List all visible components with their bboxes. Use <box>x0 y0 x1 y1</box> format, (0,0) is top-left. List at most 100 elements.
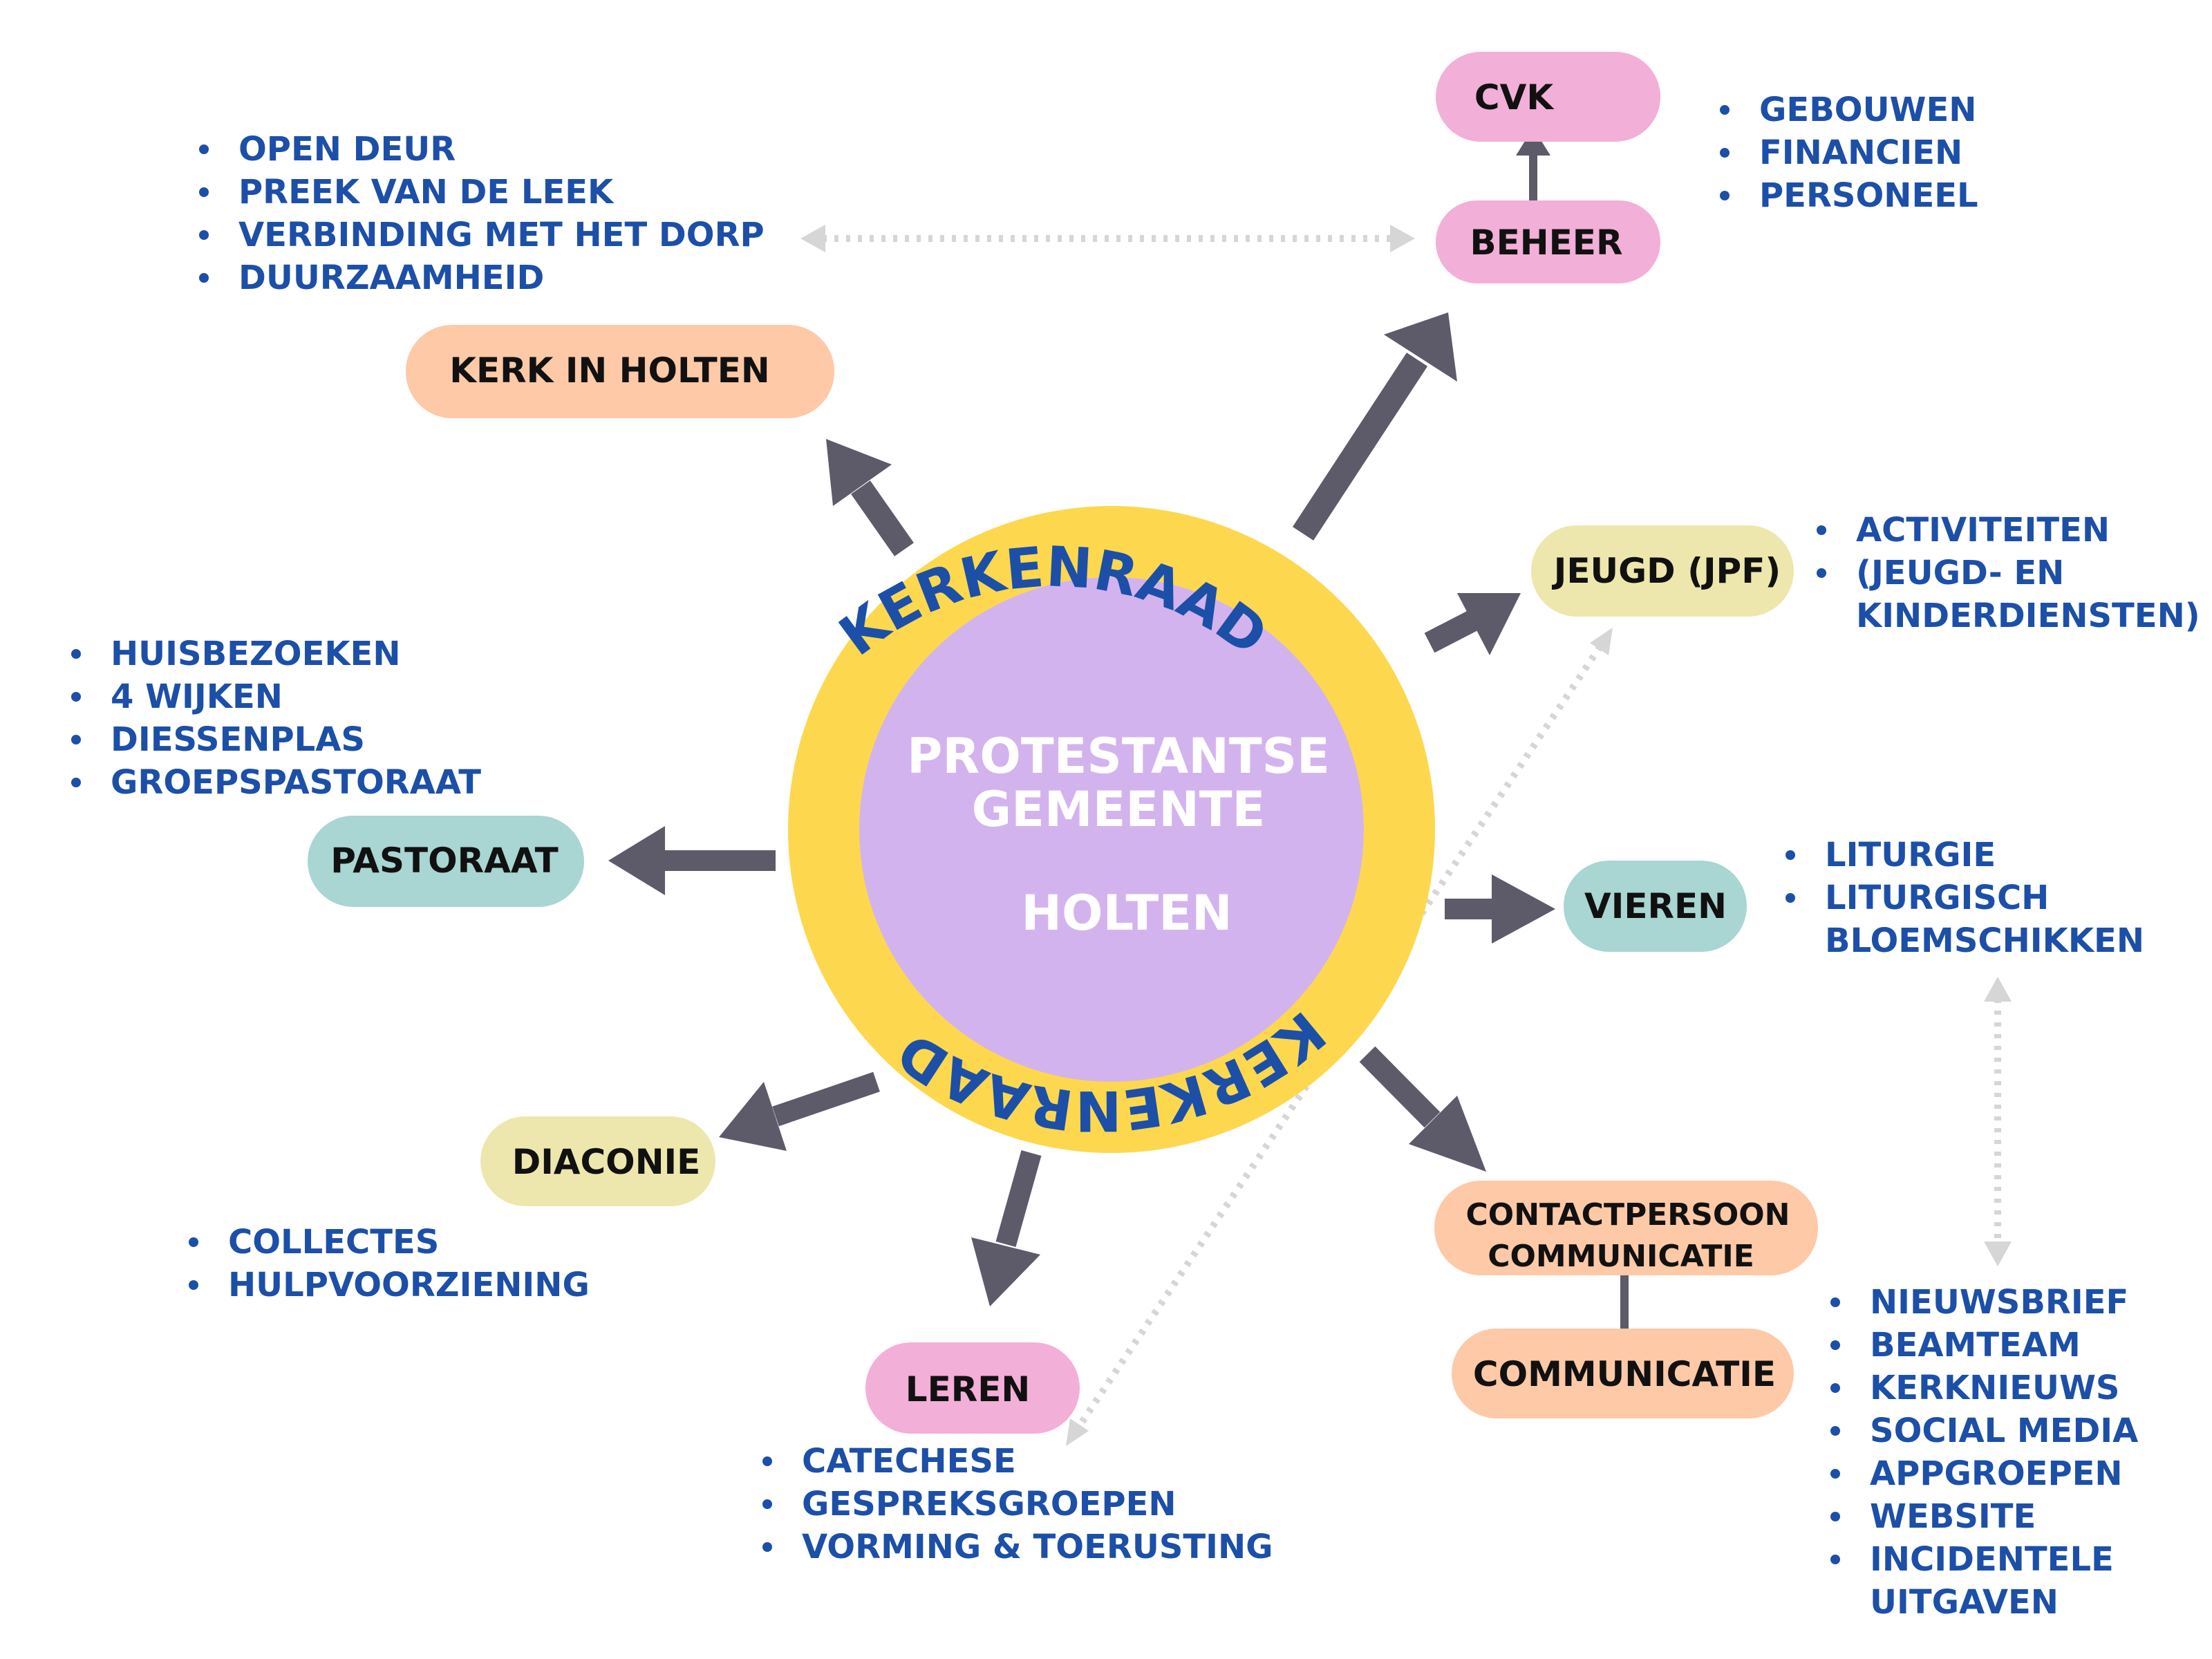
bullet-dot <box>71 778 81 787</box>
list-item: 4 WIJKEN <box>111 677 283 716</box>
node-jeugd-label: JEUGD (JPF) <box>1552 551 1781 591</box>
list-item: BLOEMSCHIKKEN <box>1825 921 2144 960</box>
bullet-dot <box>1720 105 1730 115</box>
node-pastoraat[interactable]: PASTORAAT <box>308 816 584 907</box>
list-item: BEAMTEAM <box>1870 1326 2081 1365</box>
list-item: HUISBEZOEKEN <box>111 635 401 673</box>
center-title-line2: GEMEENTE <box>972 781 1266 838</box>
list-communicatie: NIEUWSBRIEF BEAMTEAM KERKNIEUWS SOCIAL MEDI… <box>1830 1283 2138 1622</box>
node-jeugd[interactable]: JEUGD (JPF) <box>1531 525 1794 617</box>
node-cvk-label: CVK <box>1474 77 1555 118</box>
solid-arrows <box>608 128 1642 1356</box>
bullet-dot <box>1830 1297 1840 1307</box>
list-item: VORMING & TOERUSTING <box>802 1528 1273 1566</box>
bullet-dot <box>1830 1469 1840 1479</box>
node-beheer-label: BEHEER <box>1470 223 1623 263</box>
bullet-dot <box>1720 191 1730 200</box>
bullet-dot <box>199 144 209 154</box>
bullet-dot <box>1830 1512 1840 1521</box>
list-item: INCIDENTELE <box>1870 1540 2114 1579</box>
list-item: VERBINDING MET HET DORP <box>238 216 765 254</box>
node-diaconie-label: DIACONIE <box>512 1142 701 1182</box>
bullet-dot <box>1830 1426 1840 1436</box>
list-item: KINDERDIENSTEN) <box>1856 597 2200 635</box>
node-kerk-in-holten[interactable]: KERK IN HOLTEN <box>406 325 834 418</box>
bullet-dot <box>1785 850 1795 860</box>
dotted-arrowheads <box>800 225 2012 1446</box>
bullet-dot <box>1817 568 1826 578</box>
list-vieren: LITURGIE LITURGISCH BLOEMSCHIKKEN <box>1785 836 2144 960</box>
bullet-dot <box>1830 1340 1840 1350</box>
bullet-dot <box>189 1280 198 1290</box>
list-item: OPEN DEUR <box>238 130 456 169</box>
bullet-dot <box>1720 148 1730 158</box>
dotted-head-jeugd <box>1590 628 1613 655</box>
bullet-dot <box>1817 525 1826 535</box>
dotted-connectors <box>823 235 2001 1430</box>
node-diaconie[interactable]: DIACONIE <box>480 1116 715 1206</box>
arrow-to-pastoraat <box>608 826 776 895</box>
arrow-to-diaconie <box>719 1071 880 1151</box>
list-item: APPGROEPEN <box>1870 1454 2123 1493</box>
list-item: LITURGIE <box>1825 836 1996 874</box>
bullet-dot <box>199 273 209 283</box>
node-communicatie[interactable]: COMMUNICATIE <box>1452 1329 1794 1418</box>
bullet-dot <box>71 692 81 702</box>
list-item: WEBSITE <box>1870 1497 2036 1536</box>
dotted-head-down <box>1984 1241 2012 1266</box>
arrow-to-kerk-in-holten <box>826 439 914 556</box>
list-item: PERSONEEL <box>1759 176 1978 215</box>
node-vieren[interactable]: VIEREN <box>1564 861 1747 952</box>
list-item: SOCIAL MEDIA <box>1870 1412 2138 1450</box>
bullet-dot <box>199 187 209 197</box>
bullet-dot <box>762 1456 772 1466</box>
dotted-head-leren <box>1066 1418 1089 1446</box>
bullet-dot <box>71 649 81 659</box>
list-diaconie: COLLECTES HULPVOORZIENING <box>189 1223 590 1304</box>
list-item: CATECHESE <box>802 1442 1016 1481</box>
arrow-to-beheer <box>1292 312 1457 541</box>
node-pastoraat-label: PASTORAAT <box>330 841 559 881</box>
bullet-dot <box>1785 893 1795 903</box>
center-title-line1: PROTESTANTSE <box>907 728 1330 785</box>
list-item: UITGAVEN <box>1870 1583 2059 1622</box>
list-item: GESPREKSGROEPEN <box>802 1485 1177 1524</box>
node-kerk-in-holten-label: KERK IN HOLTEN <box>449 350 769 391</box>
node-contactpersoon-label-line1: CONTACTPERSOON <box>1466 1197 1790 1232</box>
list-item: (JEUGD- EN <box>1856 554 2064 592</box>
dotted-head-right <box>1390 225 1415 252</box>
dotted-head-left <box>800 225 825 252</box>
list-item: HULPVOORZIENING <box>228 1266 590 1304</box>
node-beheer[interactable]: BEHEER <box>1436 200 1660 283</box>
dotted-head-up <box>1984 977 2012 1002</box>
gemeente-core <box>859 577 1364 1082</box>
arrow-to-jeugd <box>1424 593 1521 655</box>
arrow-to-leren <box>971 1150 1042 1306</box>
list-item: KERKNIEUWS <box>1870 1369 2119 1407</box>
bullet-dot <box>762 1499 772 1509</box>
bullet-dot <box>71 735 81 744</box>
bullet-dot <box>199 230 209 240</box>
node-contactpersoon[interactable]: CONTACTPERSOON COMMUNICATIE <box>1434 1181 1818 1275</box>
list-item: COLLECTES <box>228 1223 439 1262</box>
list-item: NIEUWSBRIEF <box>1870 1283 2128 1322</box>
center-title-line3: HOLTEN <box>1021 885 1232 941</box>
list-item: GEBOUWEN <box>1759 91 1976 129</box>
bullet-dot <box>1830 1555 1840 1564</box>
node-vieren-label: VIEREN <box>1584 886 1727 926</box>
node-cvk[interactable]: CVK <box>1436 52 1660 142</box>
list-item: DUURZAAMHEID <box>238 259 544 297</box>
node-contactpersoon-label-line2: COMMUNICATIE <box>1488 1239 1754 1274</box>
node-communicatie-label: COMMUNICATIE <box>1473 1354 1776 1394</box>
arrow-to-contactpersoon <box>1359 1046 1486 1172</box>
node-leren[interactable]: LEREN <box>865 1342 1080 1434</box>
list-item: DIESSENPLAS <box>111 720 365 759</box>
arrow-to-vieren <box>1445 874 1555 944</box>
list-leren: CATECHESE GESPREKSGROEPEN VORMING & TOERUS… <box>762 1442 1273 1566</box>
list-item: LITURGISCH <box>1825 879 2049 917</box>
